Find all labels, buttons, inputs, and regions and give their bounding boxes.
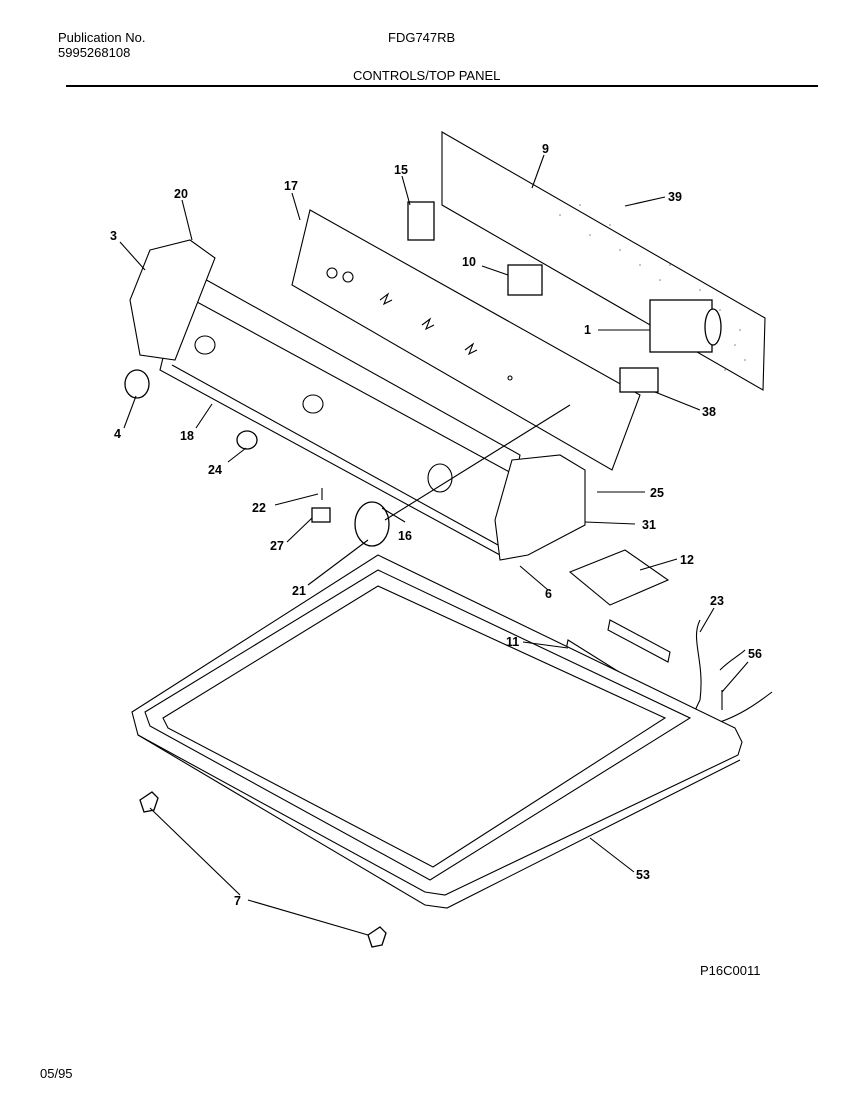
callout-20: 20 (174, 187, 188, 201)
endcap-left (129, 239, 216, 361)
callout-22: 22 (252, 501, 266, 515)
circuit-board-part-12 (568, 549, 670, 606)
callout-16: 16 (398, 529, 412, 543)
foot-part-7a (139, 791, 159, 813)
timer-part-1 (649, 299, 713, 353)
model-number: FDG747RB (388, 30, 456, 45)
clip-part-27 (311, 507, 331, 523)
leader-lines (119, 154, 749, 936)
endcap-right (494, 454, 586, 561)
header-rule (66, 85, 818, 87)
control-panel-backplate (291, 209, 641, 471)
callout-11: 11 (506, 635, 519, 649)
callout-3: 3 (110, 229, 117, 243)
callout-25: 25 (650, 486, 664, 500)
callout-18: 18 (180, 429, 194, 443)
date-code: 05/95 (40, 1066, 73, 1081)
figure-code: P16C0011 (700, 963, 761, 978)
callout-21: 21 (292, 584, 306, 598)
knob-part-21 (354, 501, 390, 547)
foot-part-7b (367, 926, 387, 948)
callout-39: 39 (668, 190, 682, 204)
publication-label: Publication No. (58, 30, 146, 45)
publication-number: 5995268108 (58, 45, 131, 60)
callout-4: 4 (114, 427, 121, 441)
callout-24: 24 (208, 463, 222, 477)
callout-23: 23 (710, 594, 724, 608)
knob-part-24 (236, 430, 258, 450)
callout-56: 56 (748, 647, 762, 661)
callout-6: 6 (545, 587, 552, 601)
knob-part-4 (124, 369, 150, 399)
callout-15: 15 (394, 163, 408, 177)
callout-10: 10 (462, 255, 476, 269)
callout-53: 53 (636, 868, 650, 882)
callout-31: 31 (642, 518, 656, 532)
bracket-part-38 (619, 367, 659, 393)
top-panel (131, 554, 743, 909)
callout-9: 9 (542, 142, 549, 156)
callout-1: 1 (584, 323, 591, 337)
callout-27: 27 (270, 539, 284, 553)
callout-7: 7 (234, 894, 241, 908)
callout-12: 12 (680, 553, 694, 567)
callout-17: 17 (284, 179, 298, 193)
callout-38: 38 (702, 405, 716, 419)
switch-part-15 (407, 201, 435, 241)
section-title: CONTROLS/TOP PANEL (353, 68, 501, 83)
switch-part-10 (507, 264, 543, 296)
